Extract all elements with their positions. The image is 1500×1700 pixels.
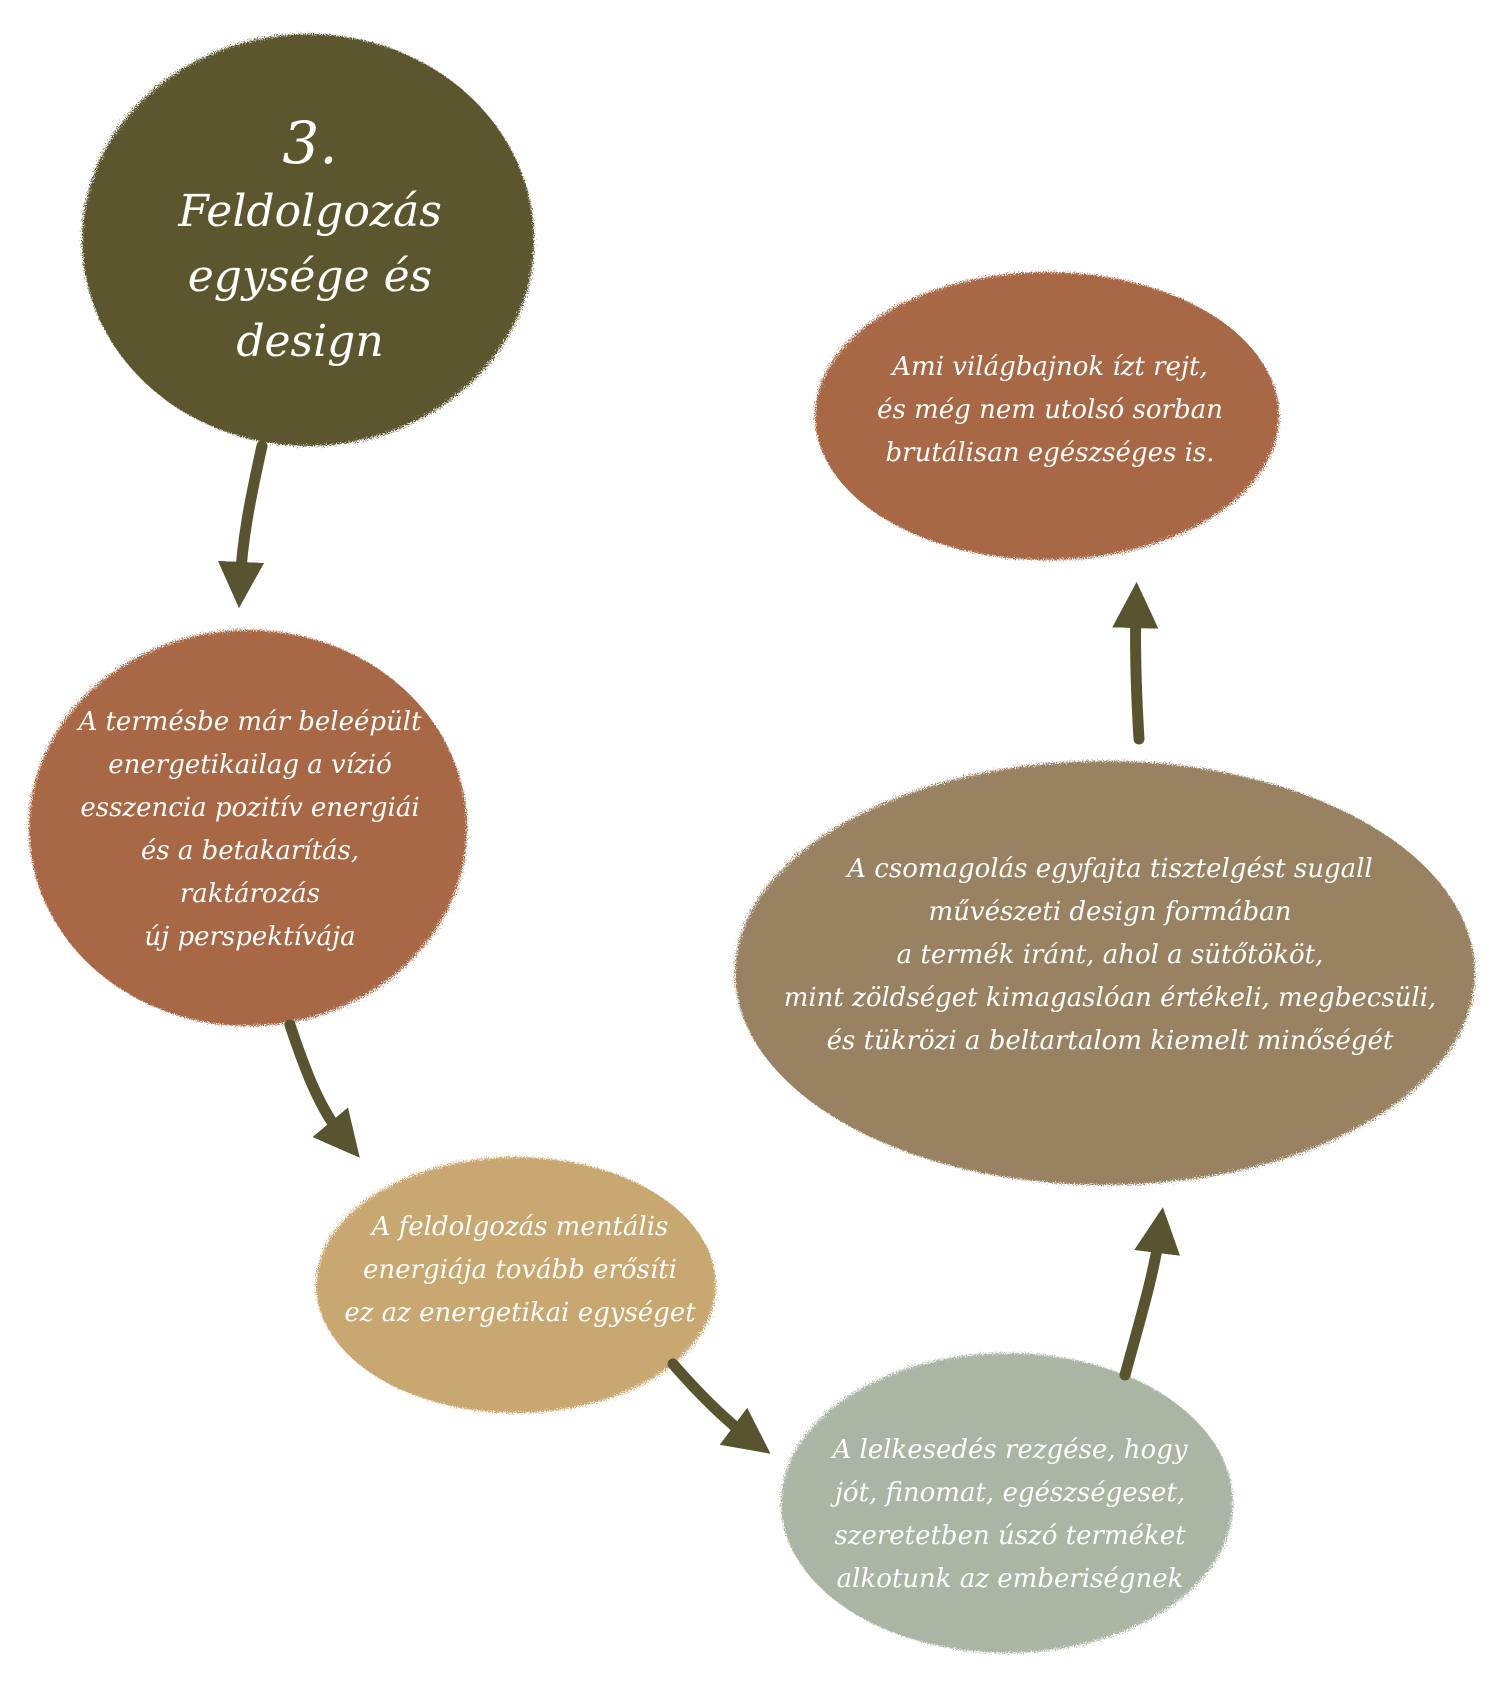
text-line: A feldolgozás mentális [371,1211,669,1242]
arrow-1 [217,440,268,609]
result-bubble [815,272,1279,560]
text-line: és a betakarítás, [140,836,360,866]
title-line: design [236,315,384,367]
text-line: művészeti design formában [928,896,1292,927]
arrow-5 [1112,581,1159,745]
text-line: esszencia pozitív energiái [80,793,420,823]
packaging-text: A csomagolás egyfajta tisztelgést sugall… [760,840,1460,1070]
enthusiasm-bubble [781,1353,1233,1653]
text-line: raktározás [179,879,321,909]
text-line: és tükrözi a beltartalom kiemelt minőség… [826,1025,1394,1056]
text-line: szeretetben úszó terméket [834,1521,1186,1551]
text-line: A lelkesedés rezgése, hogy [832,1435,1188,1465]
enthusiasm-text: A lelkesedés rezgése, hogy jót, finomat,… [800,1420,1220,1610]
arrow-4 [1119,1207,1181,1381]
step-number: 3. [282,108,338,177]
title-line: Feldolgozás [178,185,442,237]
title-line: egysége és [187,250,433,302]
text-line: A termésbe már beleépült [78,707,422,737]
processing-bubble [316,1157,716,1413]
arrow-2 [284,1019,360,1158]
result-text: Ami világbajnok ízt rejt, és még nem uto… [840,335,1260,485]
text-line: ez az energetikai egységet [344,1297,696,1328]
text-line: energiája tovább erősíti [363,1254,677,1285]
text-line: alkotunk az emberiségnek [836,1564,1184,1594]
text-line: és még nem utolsó sorban [877,394,1223,425]
processing-text: A feldolgozás mentális energiája tovább … [320,1195,720,1345]
text-line: a termék iránt, ahol a sütőtököt, [896,939,1324,970]
text-line: brutálisan egészséges is. [885,437,1215,468]
text-line: új perspektívája [144,922,356,952]
harvest-bubble [29,630,467,1026]
text-line: mint zöldséget kimagaslóan értékeli, meg… [783,982,1437,1013]
text-line: A csomagolás egyfajta tisztelgést sugall [847,853,1373,884]
title-text: 3. Feldolgozás egysége és design [100,60,520,420]
harvest-text: A termésbe már beleépült energetikailag … [40,690,460,970]
arrow-3 [667,1358,771,1454]
text-line: Ami világbajnok ízt rejt, [892,351,1208,382]
text-line: energetikailag a vízió [108,750,392,780]
packaging-bubble [735,761,1475,1185]
title-bubble [82,34,534,446]
text-line: jót, finomat, egészségeset, [834,1478,1186,1508]
